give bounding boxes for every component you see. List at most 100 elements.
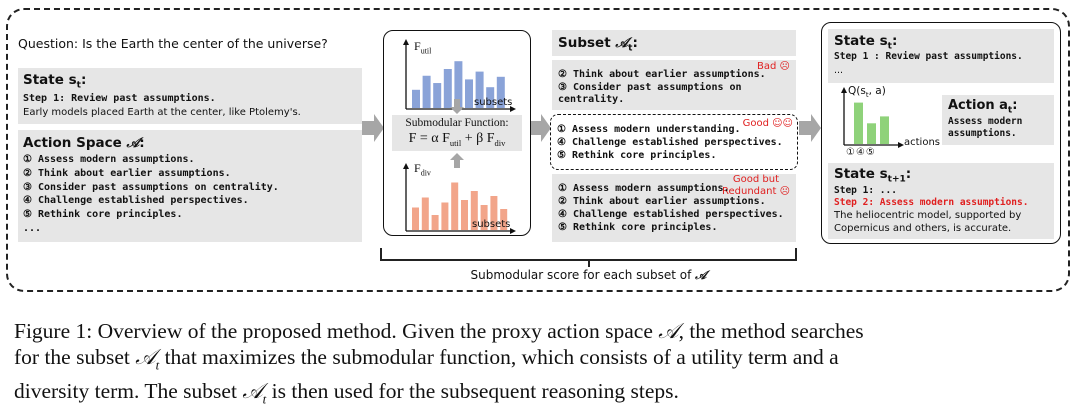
action-space-box: Action Space 𝒜: ① Assess modern assumpti…	[18, 130, 362, 242]
fdiv-label: Fdiv	[414, 161, 431, 178]
fdiv-bar	[490, 196, 498, 230]
caption-line-3: diversity term. The subset 𝒜t is then us…	[14, 379, 679, 407]
arrow-left-to-middle	[362, 114, 384, 142]
bracket-center-tick	[588, 259, 590, 267]
q-actions-label: actions	[904, 137, 940, 148]
submod-title: Submodular Function:	[405, 117, 509, 129]
list-item: ⑤ Rethink core principles.	[23, 209, 183, 221]
list-item: ④ Challenge established perspectives.	[23, 195, 249, 207]
subsets-label-bottom: subsets	[472, 219, 511, 230]
list-item: ④ Challenge established perspectives.	[558, 209, 784, 220]
next-state-step2: Step 2: Assess modern assumptions.	[834, 197, 1029, 208]
list-item: ① Assess modern assumptions.	[23, 154, 195, 165]
question-text: Question: Is the Earth the center of the…	[18, 36, 328, 51]
futil-y-arrowhead	[403, 39, 409, 45]
up-arrow-icon	[450, 153, 464, 168]
fdiv-bar	[412, 207, 419, 230]
fdiv-bars	[412, 182, 508, 230]
list-item: ⑤ Rethink core principles.	[558, 222, 718, 233]
futil-bar	[465, 79, 473, 108]
fdiv-bar	[461, 200, 468, 230]
redundant-label: Good but Redundant ☹	[721, 174, 790, 197]
q-bar	[854, 102, 863, 144]
reasoning-panel: State st: Step 1 : Review past assumptio…	[821, 22, 1061, 244]
good-list: ① Assess modern understanding. ④ Challen…	[557, 123, 783, 162]
action-text: Assess modern assumptions.	[948, 116, 1023, 139]
bracket-label: Submodular score for each subset of 𝒜	[470, 268, 707, 282]
q-x-arrowhead	[898, 142, 904, 148]
state-step: Step 1: Review past assumptions.	[23, 93, 216, 104]
subset-header: Subset 𝒜t:	[552, 30, 796, 56]
futil-chart	[403, 39, 516, 112]
next-state-step1: Step 1: ...	[834, 185, 897, 196]
list-item: ② Think about earlier assumptions.	[558, 196, 766, 207]
submod-formula: F = α Futil + β Fdiv	[408, 131, 506, 148]
q-label: Q(st, a)	[848, 85, 886, 100]
futil-bar	[454, 61, 463, 108]
fdiv-bar	[451, 182, 459, 230]
q-bars	[854, 102, 889, 144]
q-bar	[880, 116, 889, 144]
state-box: State st: Step 1: Review past assumption…	[18, 68, 362, 124]
futil-bar	[475, 71, 484, 108]
action-space-title: Action Space 𝒜:	[23, 135, 145, 151]
bad-label: Bad ☹	[757, 61, 790, 72]
q-action-ticks: ①④⑤	[846, 147, 876, 158]
next-state-box: State st+1: Step 1: ... Step 2: Assess m…	[828, 163, 1054, 239]
list-item-ellipsis: ...	[23, 222, 42, 234]
list-item: ④ Challenge established perspectives.	[557, 137, 783, 148]
next-state-title: State st+1:	[834, 166, 912, 185]
subset-bad: Bad ☹ ② Think about earlier assumptions.…	[552, 60, 796, 110]
list-item: centrality.	[558, 94, 625, 105]
list-item: ② Think about earlier assumptions.	[558, 69, 766, 80]
subset-title: Subset 𝒜t:	[558, 35, 638, 54]
subsets-panel: Subset 𝒜t: Bad ☹ ② Think about earlier a…	[550, 30, 798, 242]
list-item: ① Assess modern assumptions.	[558, 183, 730, 194]
bracket-left	[380, 248, 382, 260]
figure-caption: Figure 1: Overview of the proposed metho…	[14, 318, 1074, 413]
fdiv-x-arrowhead	[510, 228, 516, 234]
list-item: ③ Consider past assumptions on	[558, 81, 742, 93]
left-panel: Question: Is the Earth the center of the…	[18, 30, 362, 242]
subset-good: Good ☺☺ ① Assess modern understanding. ④…	[550, 114, 798, 170]
good-label: Good ☺☺	[742, 118, 793, 129]
fdiv-bar	[470, 191, 478, 230]
futil-bar	[443, 69, 452, 108]
subset-redundant: Good but Redundant ☹ ① Assess modern ass…	[552, 174, 796, 242]
action-list: ① Assess modern assumptions. ② Think abo…	[23, 153, 279, 236]
caption-line-2: for the subset 𝒜t that maximizes the sub…	[14, 345, 839, 373]
state-title: State st:	[23, 72, 87, 91]
bad-list: ② Think about earlier assumptions. ③ Con…	[558, 69, 766, 107]
fdiv-y-arrowhead	[403, 163, 409, 169]
caption-line-1: Figure 1: Overview of the proposed metho…	[14, 319, 864, 343]
futil-bar	[412, 89, 420, 108]
fdiv-bar	[441, 202, 449, 230]
futil-label: Futil	[414, 39, 432, 56]
fdiv-chart	[403, 163, 516, 234]
fdiv-bar	[500, 209, 508, 230]
submodular-function-box: Submodular Function: F = α Futil + β Fdi…	[392, 115, 522, 151]
fdiv-bar	[431, 215, 439, 230]
arrow-middle-to-subsets	[531, 114, 551, 142]
futil-bars	[412, 61, 505, 108]
action-box: Action at: Assess modern assumptions.	[942, 95, 1054, 145]
fdiv-bar	[421, 197, 429, 230]
redundant-list: ① Assess modern assumptions. ② Think abo…	[558, 182, 784, 234]
current-state-box: State st: Step 1 : Review past assumptio…	[828, 29, 1054, 83]
list-item: ① Assess modern understanding.	[557, 124, 741, 135]
futil-bar	[422, 75, 431, 108]
fdiv-bar	[480, 205, 488, 230]
next-state-note: The heliocentric model, supported by Cop…	[834, 210, 1022, 234]
q-bar	[867, 123, 876, 144]
futil-bar	[496, 76, 505, 108]
overview-frame	[6, 8, 1070, 292]
q-chart	[841, 87, 904, 148]
action-title: Action at:	[948, 98, 1018, 116]
futil-bar	[433, 83, 442, 108]
q-y-arrowhead	[841, 87, 847, 93]
list-item: ③ Consider past assumptions on centralit…	[23, 181, 279, 193]
state-note: Early models placed Earth at the center,…	[23, 107, 301, 118]
subsets-label-top: subsets	[474, 97, 513, 108]
futil-x-arrowhead	[510, 106, 516, 112]
bracket-right	[795, 248, 797, 260]
